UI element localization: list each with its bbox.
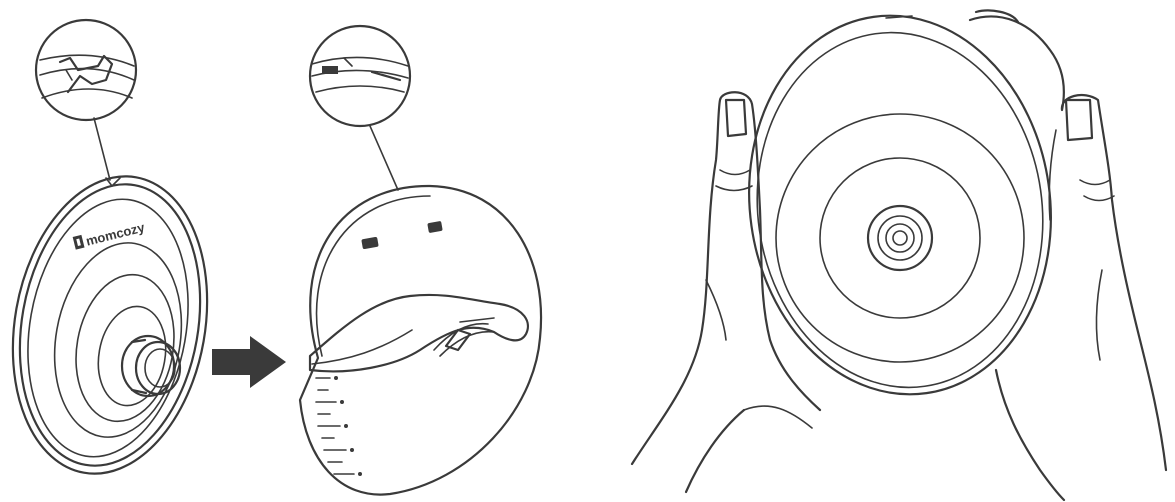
milk-collector-cup-icon [300,26,541,495]
breast-flange-icon [0,20,230,489]
brand-mark-icon [73,235,85,250]
right-arrow-icon [212,336,286,388]
measurement-scale [316,376,362,476]
hands-holding-pump-icon [632,0,1166,500]
